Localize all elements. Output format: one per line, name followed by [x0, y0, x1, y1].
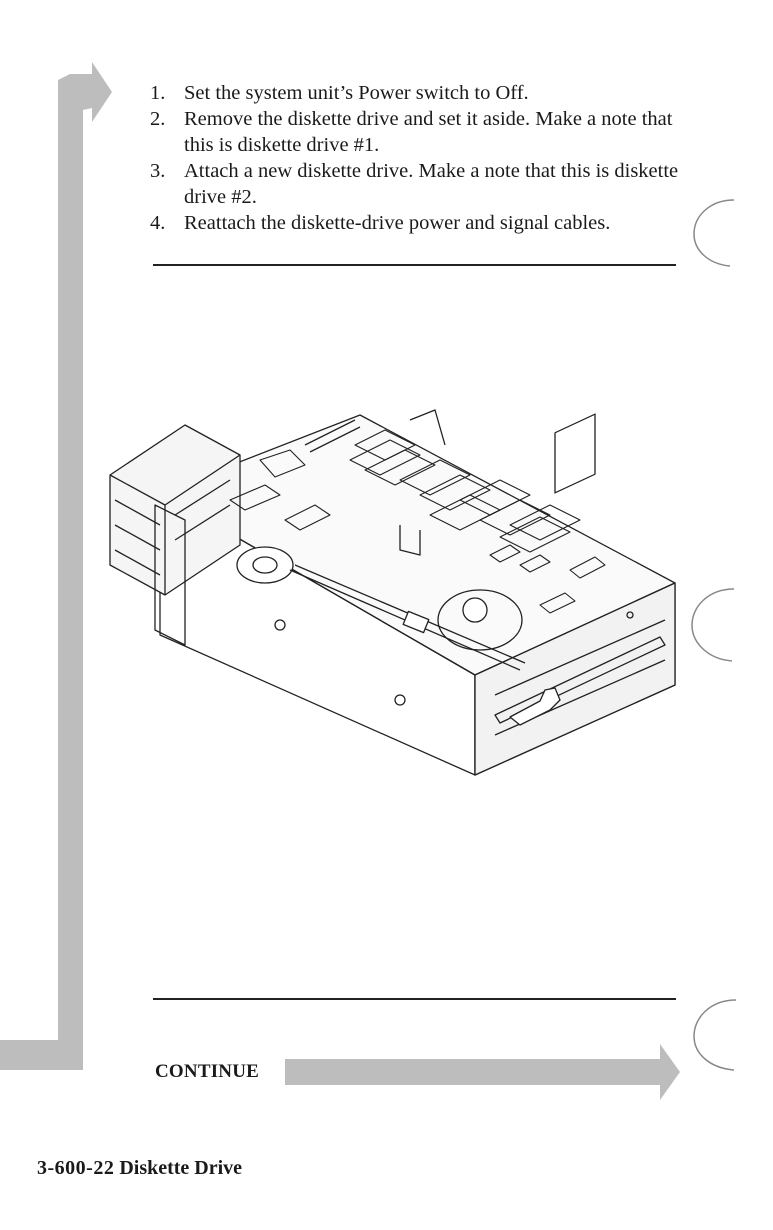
index-tab-icon: [693, 999, 737, 1071]
step-number: 4.: [150, 212, 166, 234]
step-list: 1. Set the system unit’s Power switch to…: [150, 80, 690, 236]
step-number: 2.: [150, 108, 166, 130]
step-item: 1. Set the system unit’s Power switch to…: [150, 80, 690, 106]
step-text: Set the system unit’s Power switch to Of…: [184, 82, 529, 104]
step-item: 3. Attach a new diskette drive. Make a n…: [150, 158, 690, 210]
index-tab-icon: [691, 588, 735, 662]
page-code: 3-600-22: [37, 1157, 115, 1179]
continue-arrow-icon: [285, 1044, 680, 1100]
section-title: Diskette Drive: [119, 1157, 243, 1179]
step-item: 2. Remove the diskette drive and set it …: [150, 106, 690, 158]
top-divider: [153, 264, 676, 266]
continue-label: CONTINUE: [155, 1061, 260, 1082]
step-number: 3.: [150, 160, 166, 182]
step-text: Attach a new diskette drive. Make a note…: [184, 160, 679, 208]
index-tab-icon: [693, 199, 735, 267]
step-text: Remove the diskette drive and set it asi…: [184, 108, 673, 156]
bottom-divider: [153, 998, 676, 1000]
step-number: 1.: [150, 82, 166, 104]
step-text: Reattach the diskette-drive power and si…: [184, 212, 611, 234]
page-footer: 3-600-22 Diskette Drive: [37, 1157, 242, 1180]
step-item: 4. Reattach the diskette-drive power and…: [150, 210, 690, 236]
diskette-drive-illustration: [109, 409, 676, 776]
